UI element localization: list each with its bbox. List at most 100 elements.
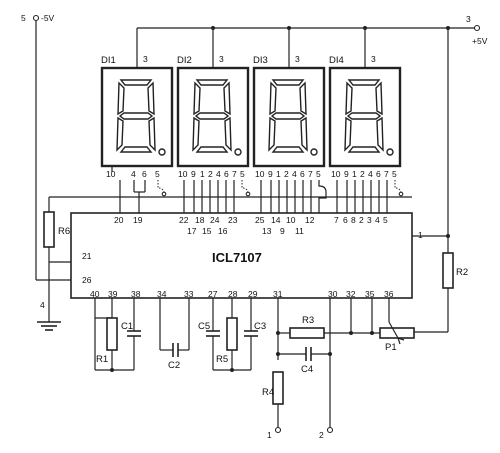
c2-label: C2: [168, 360, 180, 371]
ic-pin: 30: [328, 289, 338, 299]
display-1: DI1 3: [100, 54, 174, 168]
ground: 4: [37, 261, 71, 331]
r3-label: R3: [302, 315, 314, 326]
ic-pin: 13: [262, 226, 272, 236]
display-1-digit: [116, 79, 166, 156]
ic-pin: 40: [90, 289, 100, 299]
display-1-common: 3: [143, 54, 148, 64]
ic-pin: 5: [383, 215, 388, 225]
display-2-digit: [192, 79, 242, 156]
c3-label: C3: [254, 321, 266, 332]
d3-pin: 10: [255, 169, 265, 179]
c5-label: C5: [198, 321, 210, 332]
display-4-label: DI4: [329, 55, 344, 66]
ic-icl7107: ICL7107: [70, 212, 413, 299]
ic-pin: 20: [114, 215, 124, 225]
c1-label: C1: [121, 321, 133, 332]
ic-pin: 22: [179, 215, 189, 225]
display-2-label: DI2: [177, 55, 192, 66]
d1-pin: 5: [155, 169, 160, 179]
ic-pin: 2: [359, 215, 364, 225]
ic-pin: 27: [208, 289, 218, 299]
d4-pin: 9: [344, 169, 349, 179]
ic-pin: 16: [218, 226, 228, 236]
display-2: DI2 3: [176, 54, 250, 168]
input-terminal-2: [326, 426, 334, 434]
ic-pin: 3: [367, 215, 372, 225]
display-1-label: DI1: [101, 55, 116, 66]
c4-label: C4: [301, 364, 313, 375]
d3-pin: 2: [284, 169, 289, 179]
d4-pin: 5: [392, 169, 397, 179]
ic-pin-1: 1: [418, 230, 423, 240]
ic-pin: 12: [305, 215, 315, 225]
vneg-terminal: [32, 14, 40, 22]
ic-pin: 25: [255, 215, 265, 225]
ic-pin: 34: [157, 289, 167, 299]
ic-pin: 17: [187, 226, 197, 236]
ic-pin: 33: [184, 289, 194, 299]
d4-pin: 7: [384, 169, 389, 179]
ic-pin: 36: [384, 289, 394, 299]
p1-label: P1: [385, 342, 397, 353]
ic-pin: 15: [202, 226, 212, 236]
d3-pin: 4: [292, 169, 297, 179]
d3-pin: 6: [300, 169, 305, 179]
r1-c1-network: C1 R1: [94, 298, 141, 372]
d2-pin: 5: [240, 169, 245, 179]
ic-pin: 29: [248, 289, 258, 299]
display-pin-labels: 10 4 6 5 10 9 1 2 4 6 7 5 10 9 1 2 4 6 7…: [106, 169, 397, 179]
d4-pin: 2: [360, 169, 365, 179]
ic-pin: 38: [131, 289, 141, 299]
ic-bottom-pins: 40 39 38 34 33 27 28 29 31 30 32 35 36: [90, 289, 394, 299]
d2-pin: 10: [178, 169, 188, 179]
c2-capacitor: C2: [159, 298, 190, 371]
r6-label: R6: [58, 226, 70, 237]
ic-pin-21: 21: [82, 251, 92, 261]
display-3: DI3 3: [252, 54, 326, 168]
d1-pin: 6: [142, 169, 147, 179]
d1-pin: 4: [131, 169, 136, 179]
d4-pin: 4: [368, 169, 373, 179]
r6-resistor: R6: [43, 196, 412, 262]
d2-pin: 4: [216, 169, 221, 179]
vneg-num: 5: [21, 13, 26, 23]
in1-label: 1: [267, 430, 272, 440]
d3-pin: 5: [316, 169, 321, 179]
d2-pin: 6: [224, 169, 229, 179]
display-3-common: 3: [295, 54, 300, 64]
ic-pin: 19: [133, 215, 143, 225]
ic-pin: 11: [295, 226, 304, 236]
ic-pin: 9: [280, 226, 285, 236]
d4-pin: 10: [331, 169, 341, 179]
ic-pin-26: 26: [82, 275, 92, 285]
d4-pin: 1: [352, 169, 357, 179]
ic-pin: 28: [228, 289, 238, 299]
d3-pin: 1: [276, 169, 281, 179]
input-network: R3 C4 1 R4 2 P1: [262, 298, 415, 440]
d4-pin: 6: [376, 169, 381, 179]
d1-pin: 10: [106, 169, 116, 179]
r1-label: R1: [96, 354, 108, 365]
ic-pin: 31: [273, 289, 283, 299]
positive-rail: 3 +5V: [136, 14, 488, 253]
ic-pin: 14: [271, 215, 281, 225]
input-terminal-1: [274, 426, 282, 434]
ic-pin: 24: [210, 215, 220, 225]
vneg-label: -5V: [41, 13, 55, 23]
display-3-digit: [268, 79, 318, 156]
display-4: DI4 3: [328, 54, 402, 168]
ic-pin: 23: [228, 215, 238, 225]
ic-pin: 39: [108, 289, 118, 299]
r5-label: R5: [216, 354, 228, 365]
display-4-common: 3: [371, 54, 376, 64]
vcc-label: +5V: [472, 36, 488, 46]
ic-pin: 35: [365, 289, 375, 299]
r5-c3-c5-network: C5 C3 R5: [198, 298, 266, 372]
in2-label: 2: [319, 430, 324, 440]
display-2-common: 3: [219, 54, 224, 64]
d2-pin: 7: [232, 169, 237, 179]
ic-pin: 8: [351, 215, 356, 225]
